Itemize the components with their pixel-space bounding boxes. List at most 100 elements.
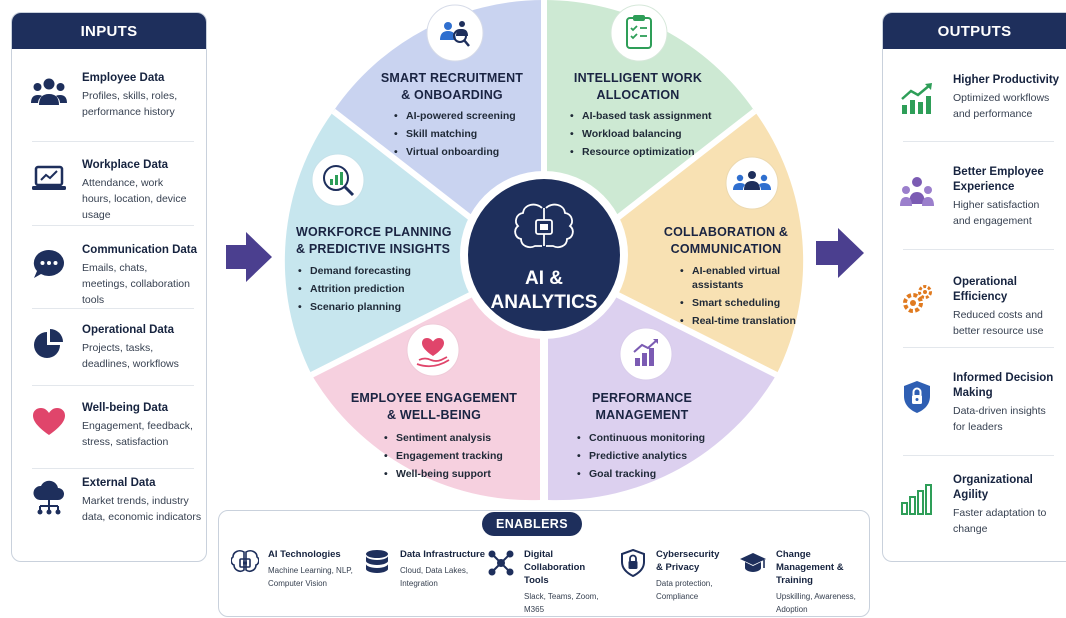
segment-bullet: Well-being support — [396, 468, 491, 480]
segment-title: & PREDICTIVE INSIGHTS — [296, 242, 450, 256]
enabler-title: Digital Collaboration Tools — [524, 549, 586, 586]
input-desc: Profiles, skills, roles, performance his… — [82, 90, 178, 118]
segment-title: COMMUNICATION — [671, 242, 782, 256]
analytics-magnifier-icon — [311, 153, 365, 207]
input-title: Workplace Data — [82, 159, 169, 171]
input-desc: Market trends, industry data, economic i… — [82, 495, 202, 523]
bullet-dot: • — [577, 450, 581, 462]
output-title: Better Employee Experience — [953, 166, 1044, 193]
output-title: Organizational Agility — [953, 474, 1033, 501]
output-title: Operational Efficiency — [953, 276, 1017, 303]
laptop-icon — [30, 160, 68, 198]
center-line1: AI & — [525, 268, 563, 289]
enabler-title: Cybersecurity & Privacy — [656, 549, 720, 573]
segment-bullet: AI-powered screening — [406, 110, 516, 122]
bullet-dot: • — [680, 265, 684, 277]
segment-engagement — [311, 292, 540, 501]
segment-smart-recruitment — [333, 0, 544, 226]
segment-bullet: Workload balancing — [582, 128, 682, 140]
input-title: Well-being Data — [82, 402, 169, 414]
output-desc: Faster adaptation to change — [953, 507, 1047, 535]
divider — [32, 141, 194, 142]
shield-lock-icon — [897, 377, 937, 417]
enabler-desc: Data protection, Compliance — [656, 579, 713, 601]
divider — [32, 385, 194, 386]
segment-title: INTELLIGENT WORK — [574, 71, 702, 85]
chat-bubble-icon — [30, 245, 68, 283]
output-desc: Reduced costs and better resource use — [953, 309, 1044, 337]
enabler-desc: Slack, Teams, Zoom, M365 — [524, 592, 599, 614]
segment-title: & ONBOARDING — [401, 88, 503, 102]
people-group-icon — [30, 73, 68, 111]
segment-bullet: Smart scheduling — [692, 297, 780, 309]
enabler-desc: Cloud, Data Lakes, Integration — [400, 566, 469, 588]
input-title: Employee Data — [82, 72, 165, 84]
input-title: Communication Data — [82, 244, 198, 256]
segment-bullet: Virtual onboarding — [406, 146, 499, 158]
input-desc: Attendance, work hours, location, device… — [82, 177, 187, 221]
team-collab-icon — [725, 156, 779, 210]
bullet-dot: • — [394, 146, 398, 158]
shield-lock-icon — [618, 548, 648, 578]
bullet-dot: • — [577, 432, 581, 444]
center-line2: ANALYTICS — [491, 292, 598, 313]
cloud-network-icon — [30, 478, 68, 516]
output-title: Higher Productivity — [953, 74, 1060, 86]
segment-bullet: AI-based task assignment — [582, 110, 712, 122]
pie-chart-icon — [30, 325, 68, 363]
ai-chip-brain-icon — [230, 548, 260, 578]
growth-chart-icon — [897, 79, 937, 119]
input-desc: Emails, chats, meetings, collaboration t… — [82, 262, 190, 306]
database-icon — [362, 548, 392, 578]
segment-bullet: Sentiment analysis — [396, 432, 491, 444]
input-title: Operational Data — [82, 324, 175, 336]
output-desc: Optimized workflows and performance — [953, 92, 1050, 120]
input-desc: Engagement, feedback, stress, satisfacti… — [82, 420, 193, 448]
segment-title: MANAGEMENT — [596, 408, 689, 422]
divider — [903, 455, 1054, 456]
bullet-dot: • — [570, 146, 574, 158]
output-title: Informed Decision Making — [953, 372, 1054, 399]
performance-chart-icon — [619, 327, 673, 381]
bullet-dot: • — [298, 265, 302, 277]
segment-bullet: Real-time translation — [692, 315, 796, 327]
bullet-dot: • — [577, 468, 581, 480]
ai-analytics-wheel: AI & ANALYTICS SMART RECRUITMENT & ONBOA… — [284, 0, 804, 506]
segment-bullet: Demand forecasting — [310, 265, 411, 277]
bullet-dot: • — [298, 283, 302, 295]
heart-hand-icon — [406, 323, 460, 377]
enabler-title: Change Management & Training — [776, 549, 844, 586]
segment-bullet: Engagement tracking — [396, 450, 503, 462]
segment-bullet: Continuous monitoring — [589, 432, 705, 444]
center-circle — [468, 179, 620, 331]
bullet-dot: • — [570, 128, 574, 140]
segment-bullet: Skill matching — [406, 128, 477, 140]
enablers-header: ENABLERS — [482, 512, 582, 536]
bar-chart-icon — [897, 479, 937, 519]
divider — [32, 468, 194, 469]
output-arrow-icon — [816, 228, 864, 278]
segment-title: PERFORMANCE — [592, 391, 692, 405]
segment-title: ALLOCATION — [596, 88, 679, 102]
network-nodes-icon — [486, 548, 516, 578]
enabler-title: AI Technologies — [268, 549, 341, 560]
bullet-dot: • — [570, 110, 574, 122]
divider — [903, 249, 1054, 250]
enabler-title: Data Infrastructure — [400, 549, 485, 560]
bullet-dot: • — [680, 315, 684, 327]
segment-bullet: Attrition prediction — [310, 283, 405, 295]
output-desc: Higher satisfaction and engagement — [953, 199, 1040, 227]
bullet-dot: • — [394, 128, 398, 140]
clipboard-checklist-icon — [610, 4, 668, 62]
